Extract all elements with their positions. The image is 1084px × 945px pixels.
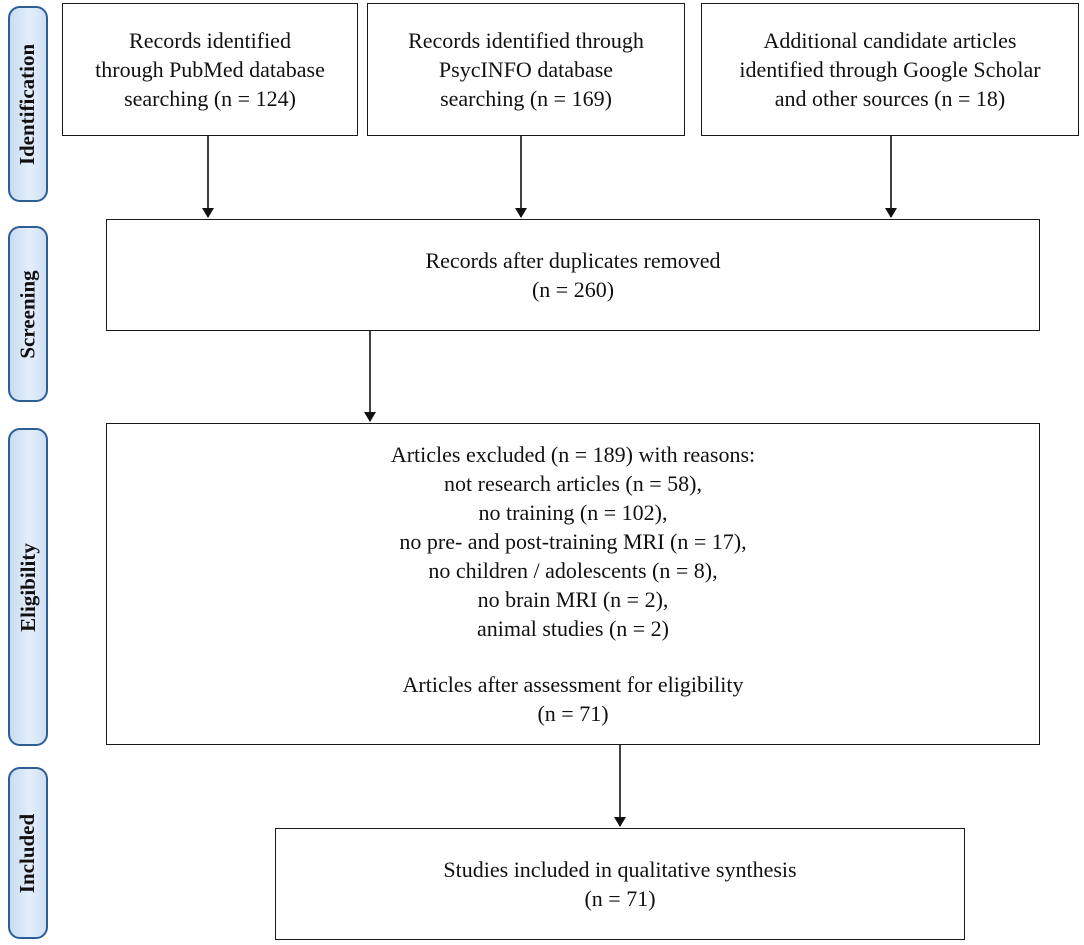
phase-included: Included	[8, 767, 48, 939]
psycinfo-line-2: PsycINFO database	[438, 57, 614, 82]
additional-sources-box: Additional candidate articles identified…	[701, 3, 1079, 136]
exclusion-reason-no-pre-post-mri: no pre- and post-training MRI (n = 17),	[399, 529, 747, 554]
exclusion-reason-animal: animal studies (n = 2)	[476, 616, 670, 641]
included-line-1: Studies included in qualitative synthesi…	[443, 857, 797, 882]
phase-screening: Screening	[8, 226, 48, 402]
pubmed-line-2: through PubMed database	[95, 57, 325, 82]
psycinfo-line-1: Records identified through	[408, 28, 644, 53]
included-studies-box: Studies included in qualitative synthesi…	[275, 828, 965, 940]
psycinfo-line-3: searching (n = 169)	[440, 86, 612, 111]
duplicates-removed-box: Records after duplicates removed (n = 26…	[106, 219, 1040, 331]
eligibility-result-line-2: (n = 71)	[537, 701, 609, 726]
pubmed-line-1: Records identified	[129, 28, 291, 53]
eligibility-result-line-1: Articles after assessment for eligibilit…	[402, 672, 744, 697]
phase-identification: Identification	[8, 6, 48, 202]
exclusion-reason-no-training: no training (n = 102),	[478, 500, 668, 525]
screening-line-2: (n = 260)	[531, 277, 615, 302]
phase-eligibility: Eligibility	[8, 428, 48, 746]
eligibility-box: Articles excluded (n = 189) with reasons…	[106, 423, 1040, 745]
additional-line-3: and other sources (n = 18)	[774, 86, 1006, 111]
psycinfo-records-box: Records identified through PsycINFO data…	[367, 3, 685, 136]
screening-line-1: Records after duplicates removed	[425, 248, 721, 273]
included-line-2: (n = 71)	[584, 886, 656, 911]
additional-line-1: Additional candidate articles	[763, 28, 1017, 53]
exclusion-reason-no-brain-mri: no brain MRI (n = 2),	[477, 587, 669, 612]
pubmed-records-box: Records identified through PubMed databa…	[62, 3, 358, 136]
exclusion-reason-no-children: no children / adolescents (n = 8),	[428, 558, 718, 583]
exclusion-reason-not-research: not research articles (n = 58),	[444, 471, 702, 496]
exclusion-heading: Articles excluded (n = 189) with reasons…	[390, 442, 756, 467]
additional-line-2: identified through Google Scholar	[739, 57, 1041, 82]
pubmed-line-3: searching (n = 124)	[124, 86, 296, 111]
